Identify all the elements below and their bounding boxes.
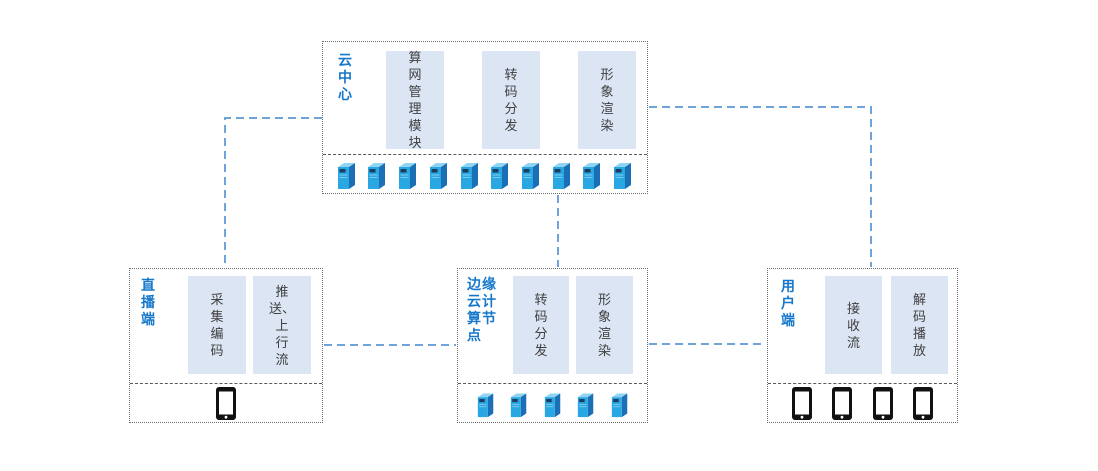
server-icon	[544, 393, 560, 417]
node-user-end: 用 户 端 接 收 流 解 码 播 放	[767, 268, 958, 423]
server-icon	[510, 393, 527, 417]
node-cloud-center-label: 云 中 心	[338, 52, 353, 102]
connector-cloud-to-user	[649, 106, 872, 267]
module-avatar-render-edge: 形 象 渲 染	[576, 276, 633, 374]
phone-icon	[872, 386, 893, 420]
connector-cloud-to-live	[224, 117, 322, 267]
module-decode-playback: 解 码 播 放	[891, 276, 948, 374]
server-icon	[552, 163, 570, 189]
node-edge-cloud-label: 边缘 云计 算节 点	[467, 276, 497, 343]
server-icon	[522, 163, 540, 189]
module-receive-stream: 接 收 流	[825, 276, 882, 374]
module-transcode-distribution-edge: 转 码 分 发	[513, 276, 569, 374]
live-device-row	[130, 383, 322, 422]
node-cloud-center: 云 中 心 算 网 管 理 模 块 转 码 分 发 形 象 渲 染	[322, 41, 648, 194]
module-avatar-render-cloud: 形 象 渲 染	[578, 51, 636, 149]
server-icon	[399, 163, 417, 189]
module-push-upstream: 推 送、 上 行 流	[253, 276, 311, 374]
node-edge-cloud: 边缘 云计 算节 点 转 码 分 发 形 象 渲 染	[457, 268, 648, 423]
server-icon	[477, 393, 493, 417]
node-live-end: 直 播 端 采 集 编 码 推 送、 上 行 流	[129, 268, 323, 423]
module-compute-network-mgmt: 算 网 管 理 模 块	[386, 50, 444, 150]
module-capture-encode: 采 集 编 码	[188, 276, 246, 374]
phone-icon	[791, 386, 812, 420]
server-icon	[614, 163, 632, 189]
server-icon	[460, 163, 478, 189]
server-icon	[368, 163, 386, 189]
server-icon	[577, 393, 594, 417]
edge-server-rack	[458, 383, 647, 422]
node-live-end-label: 直 播 端	[141, 277, 156, 327]
module-transcode-distribution-cloud: 转 码 分 发	[482, 51, 540, 149]
phone-icon	[216, 386, 236, 420]
server-icon	[583, 163, 601, 189]
cloud-server-rack	[323, 154, 647, 193]
server-icon	[337, 163, 355, 189]
phone-icon	[832, 386, 853, 420]
server-icon	[611, 393, 627, 417]
server-icon	[429, 163, 447, 189]
server-icon	[491, 163, 509, 189]
node-user-end-label: 用 户 端	[781, 278, 796, 328]
user-device-row	[768, 383, 957, 422]
phone-icon	[913, 386, 934, 420]
